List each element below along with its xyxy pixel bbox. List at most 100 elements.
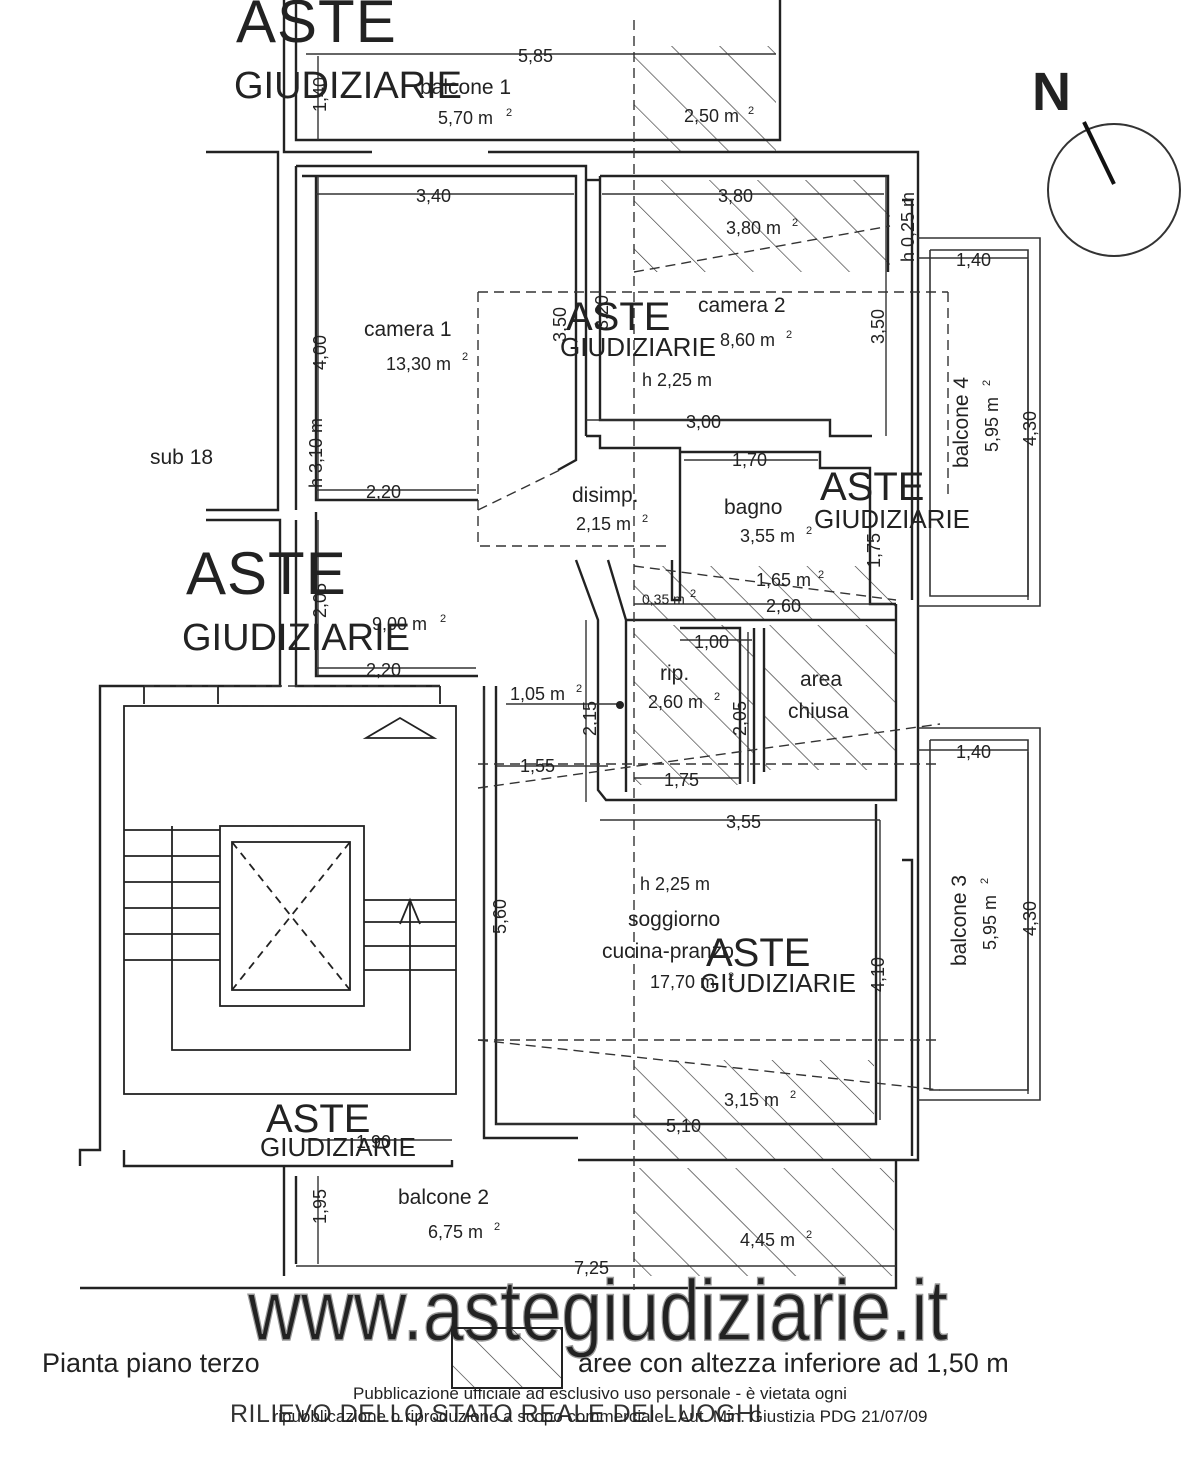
camera2-height: h 2,25 m <box>642 370 712 390</box>
dim-725: 7,25 <box>574 1258 609 1278</box>
area-105: 1,05 m <box>510 684 565 704</box>
dim-220a: 2,20 <box>366 482 401 502</box>
svg-text:2: 2 <box>576 683 582 695</box>
camera1-area: 13,30 m <box>386 354 451 374</box>
dim-560: 5,60 <box>490 899 510 934</box>
balcone4-area: 5,95 m <box>982 397 1002 452</box>
legend-swatch <box>451 1327 563 1389</box>
plan-title: Pianta piano terzo <box>42 1348 260 1378</box>
dim-155: 1,55 <box>520 756 555 776</box>
dim-430a: 4,30 <box>1020 411 1040 446</box>
dim-220b: 2,20 <box>366 660 401 680</box>
dim-350a: 3,50 <box>550 307 570 342</box>
dim-585: 5,85 <box>518 46 553 66</box>
camera1-name: camera 1 <box>364 318 452 341</box>
compass-north-label: N <box>1032 62 1071 122</box>
balcone1-area: 5,70 m <box>438 108 493 128</box>
svg-text:2: 2 <box>818 569 824 581</box>
balcone4-name: balcone 4 <box>950 377 973 468</box>
rip-name: rip. <box>660 662 689 685</box>
dim-400: 4,00 <box>310 335 330 370</box>
watermark-brand-5: ASTE <box>706 931 810 975</box>
watermark-brand-6b: GIUDIZIARIE <box>260 1132 416 1162</box>
disimp-area: 2,15 m <box>576 514 631 534</box>
svg-text:2: 2 <box>981 380 993 386</box>
dim-190: 1,90 <box>356 1132 391 1152</box>
balcone1-name: balcone 1 <box>420 76 511 99</box>
watermark-brand-2b: GIUDIZIARIE <box>560 332 716 362</box>
dimension-labels: 5,85 1,40 3,40 3,80 h 0,25 m 1,40 4,00 3… <box>306 46 1040 1278</box>
dim-300: 3,00 <box>686 412 721 432</box>
dim-100: 1,00 <box>694 632 729 652</box>
svg-text:2: 2 <box>806 1229 812 1241</box>
dim-205a: 2,05 <box>310 583 330 618</box>
area-chiusa-line1: area <box>800 668 842 691</box>
hatched-low-areas <box>634 46 896 1276</box>
svg-text:2: 2 <box>462 351 468 363</box>
hatched-area-3: 1,65 m <box>756 570 811 590</box>
svg-text:2: 2 <box>806 525 812 537</box>
watermark-brand-4: ASTE <box>820 465 924 509</box>
balcone3-area: 5,95 m <box>980 895 1000 950</box>
dim-140c: 1,40 <box>956 742 991 762</box>
svg-text:2: 2 <box>790 1089 796 1101</box>
dim-350b: 3,50 <box>868 309 888 344</box>
stairwell <box>123 686 457 1095</box>
camera2-name: camera 2 <box>698 294 786 317</box>
camera2-area: 8,60 m <box>720 330 775 350</box>
balcone2-name: balcone 2 <box>398 1186 489 1209</box>
svg-text:2: 2 <box>440 613 446 625</box>
svg-text:2: 2 <box>506 107 512 119</box>
svg-text:2: 2 <box>792 217 798 229</box>
balcony-railings <box>918 237 1041 1101</box>
svg-text:2: 2 <box>494 1221 500 1233</box>
hatched-area-5: 3,15 m <box>724 1090 779 1110</box>
balcone2-area: 6,75 m <box>428 1222 483 1242</box>
dim-140b: 1,40 <box>956 250 991 270</box>
dim-510: 5,10 <box>666 1116 701 1136</box>
watermark-brand-3: ASTE <box>186 540 347 607</box>
legend-label: aree con altezza inferiore ad 1,50 m <box>578 1348 1009 1378</box>
notice-line-2: ripubblicazione o riproduzione a scopo c… <box>272 1407 928 1426</box>
notice-line-1: Pubblicazione ufficiale ad esclusivo uso… <box>353 1384 847 1403</box>
dim-410: 4,10 <box>868 957 888 992</box>
svg-text:2: 2 <box>786 329 792 341</box>
dim-320: 3,20 <box>592 295 612 330</box>
balcone3-name: balcone 3 <box>948 875 971 966</box>
hatched-area-1: 2,50 m <box>684 106 739 126</box>
dim-025: h 0,25 m <box>898 192 918 262</box>
dim-310: h 3,10 m <box>306 418 326 488</box>
bagno-area: 3,55 m <box>740 526 795 546</box>
soggiorno-name-1: soggiorno <box>628 908 720 931</box>
dim-140a: 1,40 <box>310 77 330 112</box>
dim-355: 3,55 <box>726 812 761 832</box>
dim-380: 3,80 <box>718 186 753 206</box>
compass: N <box>1032 62 1181 257</box>
site-watermark: www.astegiudiziarie.it <box>247 1263 948 1359</box>
dim-170: 1,70 <box>732 450 767 470</box>
watermark-brand-4b: GIUDIZIARIE <box>814 504 970 534</box>
bagno-name: bagno <box>724 496 782 519</box>
soggiorno-area: 17,70 m <box>650 972 715 992</box>
dim-195: 1,95 <box>310 1189 330 1224</box>
hatched-area-4: 0,35 m <box>642 591 685 607</box>
hatched-area-6: 4,45 m <box>740 1230 795 1250</box>
svg-text:2: 2 <box>728 971 734 983</box>
dashed-lines <box>144 20 949 1290</box>
watermark-brand-6: ASTE <box>266 1097 370 1141</box>
soggiorno-name-2: cucina-pranzo <box>602 940 734 963</box>
watermark-brand-2: ASTE <box>566 295 670 339</box>
plan-subtitle: RILIEVO DELLO STATO REALE DEI LUOGHI <box>230 1400 763 1428</box>
dim-260: 2,60 <box>766 596 801 616</box>
walls <box>78 0 920 1290</box>
hatched-area-2: 3,80 m <box>726 218 781 238</box>
sub18-label: sub 18 <box>150 446 213 469</box>
brand-watermarks: ASTE GIUDIZIARIE ASTE GIUDIZIARIE ASTE G… <box>182 0 970 1162</box>
dim-215: 2,15 <box>580 701 600 736</box>
dim-175b: 1,75 <box>664 770 699 790</box>
dimension-lines <box>296 53 1029 1267</box>
svg-text:2: 2 <box>979 878 991 884</box>
watermark-brand-1b: GIUDIZIARIE <box>234 65 462 107</box>
dim-205b: 2,05 <box>730 701 750 736</box>
